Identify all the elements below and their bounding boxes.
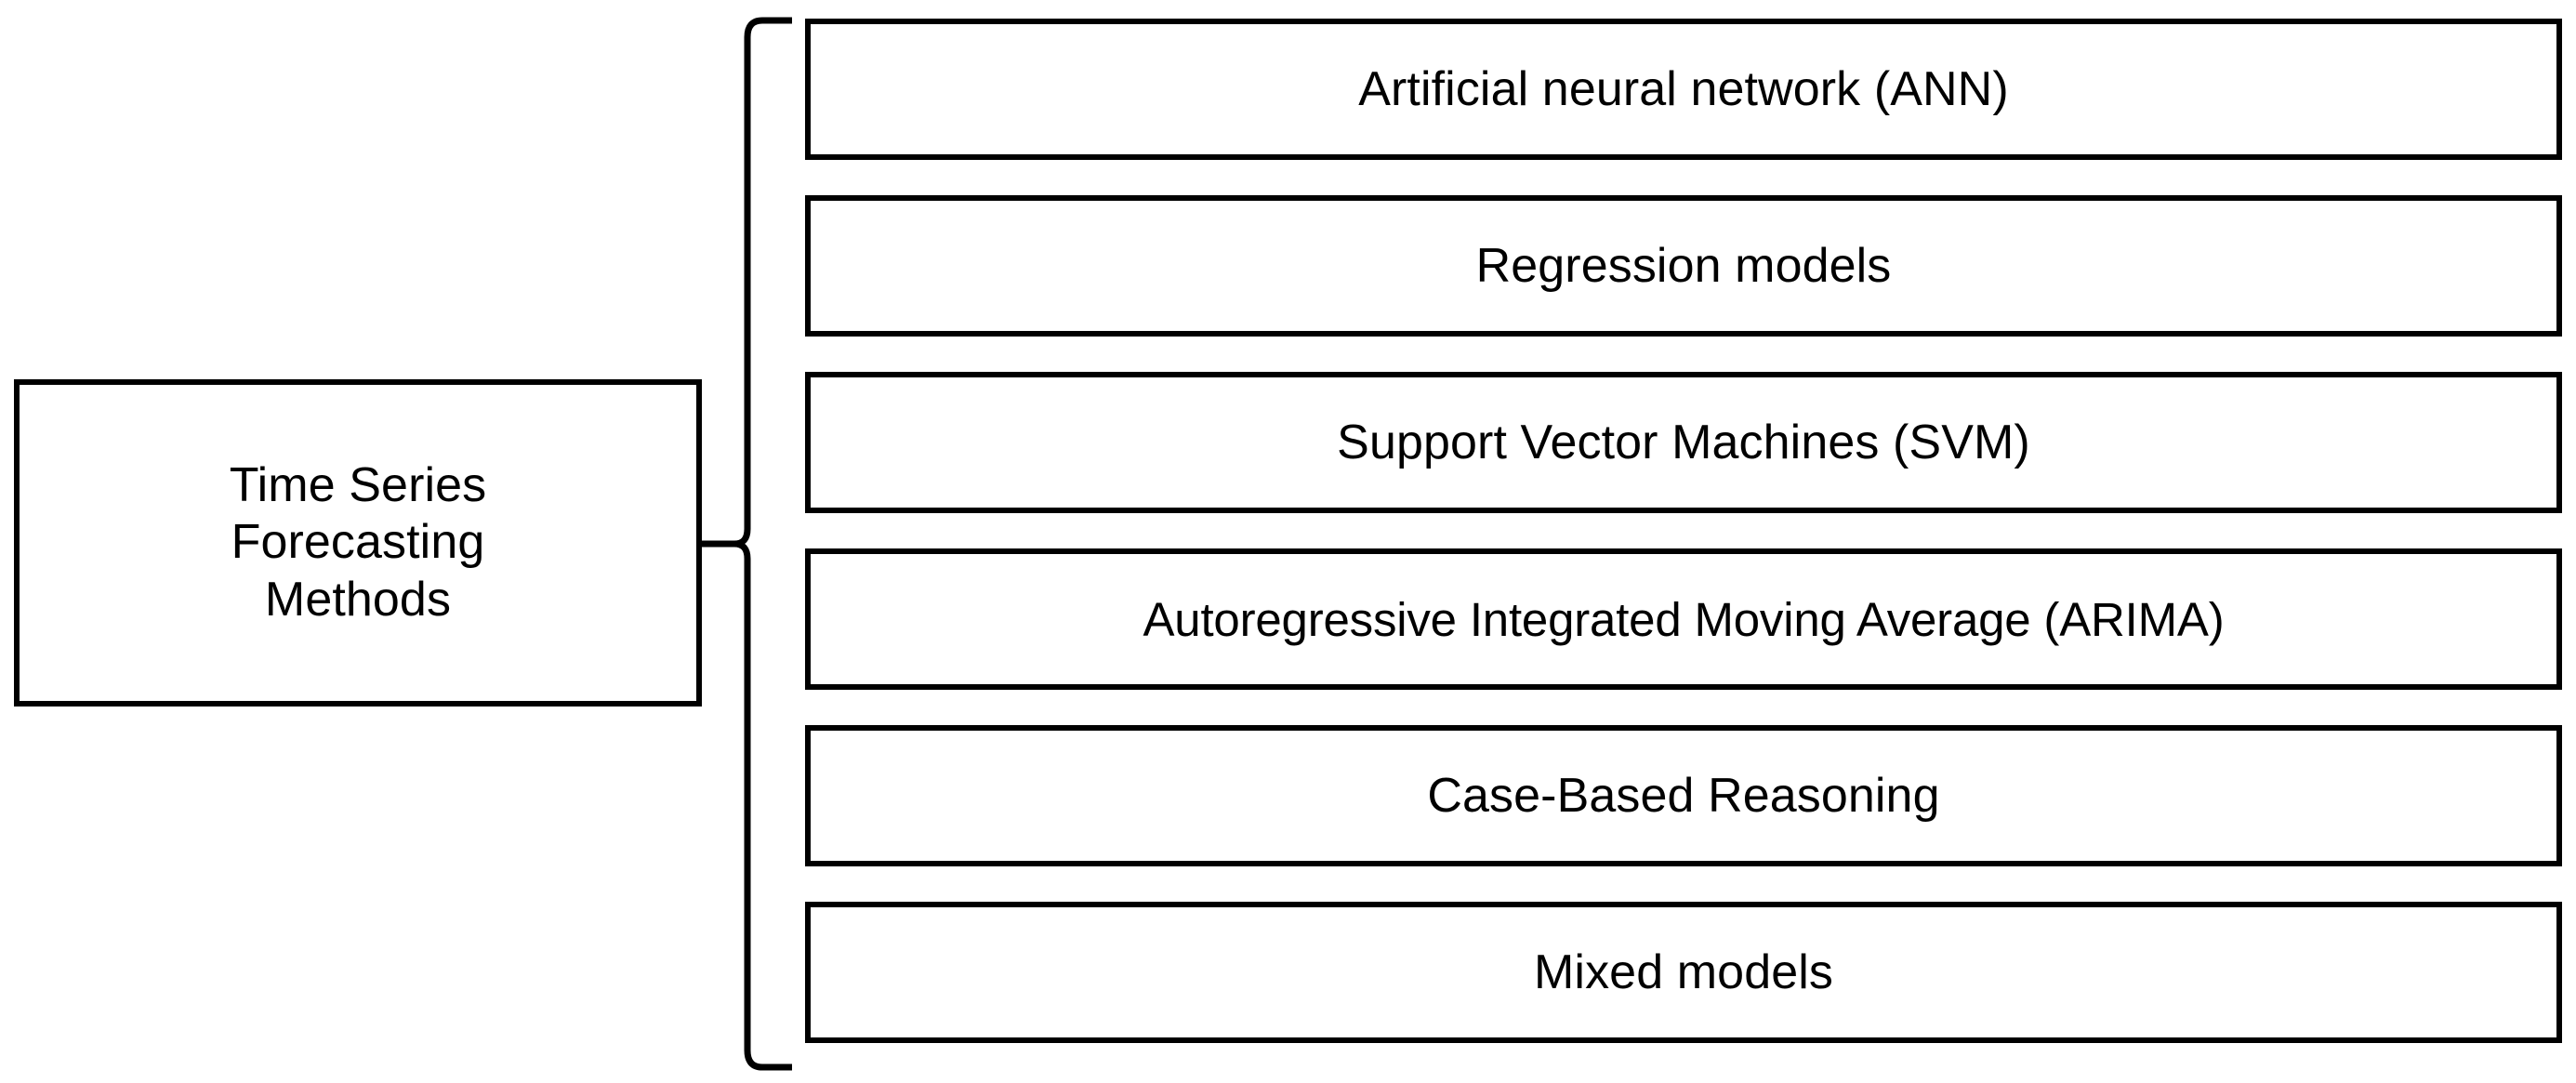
- leaf-node-label: Artificial neural network (ANN): [1358, 62, 2009, 116]
- leaf-node-label: Case-Based Reasoning: [1427, 769, 1940, 823]
- root-node-label: Time Series Forecasting Methods: [229, 457, 487, 627]
- leaf-node-label: Mixed models: [1534, 945, 1833, 999]
- brace-connector: [695, 13, 807, 1075]
- leaf-node-label: Support Vector Machines (SVM): [1337, 416, 2030, 469]
- leaf-node-arima[interactable]: Autoregressive Integrated Moving Average…: [805, 548, 2562, 690]
- leaf-node-label: Autoregressive Integrated Moving Average…: [1143, 592, 2225, 646]
- root-node-time-series-forecasting-methods[interactable]: Time Series Forecasting Methods: [14, 379, 702, 707]
- leaf-node-list: Artificial neural network (ANN) Regressi…: [805, 19, 2562, 1067]
- leaf-node-label: Regression models: [1475, 239, 1892, 293]
- leaf-node-mixed-models[interactable]: Mixed models: [805, 902, 2562, 1043]
- leaf-node-support-vector-machines[interactable]: Support Vector Machines (SVM): [805, 372, 2562, 513]
- leaf-node-regression-models[interactable]: Regression models: [805, 195, 2562, 337]
- leaf-node-artificial-neural-network[interactable]: Artificial neural network (ANN): [805, 19, 2562, 160]
- leaf-node-case-based-reasoning[interactable]: Case-Based Reasoning: [805, 725, 2562, 866]
- brace-path: [701, 17, 792, 1071]
